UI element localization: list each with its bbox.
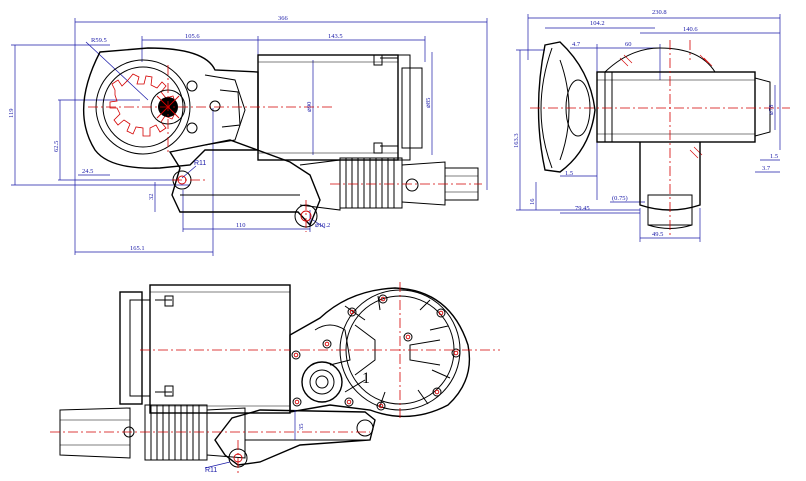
dim-1-5-left: 1.5	[565, 170, 573, 177]
note-radius-r11: R11	[194, 160, 206, 167]
part-number-label: 1	[362, 370, 370, 387]
dim-offset-v: 62.5	[53, 141, 60, 152]
dim-1-5-right: 1.5	[770, 153, 778, 160]
dim-width-a: 104.2	[590, 20, 605, 27]
dim-49-5: 49.5	[652, 231, 663, 238]
dim-length-165: 165.1	[130, 245, 145, 252]
dim-16: 16	[529, 198, 536, 205]
dim-inner-dia: ⌀90	[306, 102, 313, 112]
dim-3-7: 3.7	[762, 165, 771, 172]
dim-0-75: (0.75)	[612, 195, 628, 202]
left-view: 366 105.6 143.5 R59.5 119 ⌀85 ⌀90 62.5 2…	[8, 15, 488, 256]
dim-width-b: 140.6	[683, 26, 698, 33]
dim-dia-78: ⌀78	[768, 105, 775, 115]
dim-motor-dia: ⌀85	[425, 98, 432, 108]
dim-overall-width: 230.8	[652, 9, 667, 16]
dim-offset-small: 24.5	[82, 168, 93, 175]
dim-hole-dia: ⌀10.2	[315, 222, 330, 229]
dim-height-main: 119	[8, 108, 15, 118]
dim-length-a: 105.6	[185, 33, 200, 40]
dim-35: 35	[298, 424, 305, 431]
dim-radius-top: R59.5	[91, 37, 107, 44]
bottom-view: 1 35 R11	[50, 282, 500, 475]
dim-length-b: 143.5	[328, 33, 343, 40]
dim-height-front: 163.3	[513, 133, 520, 148]
dim-length-110: 110	[236, 222, 246, 229]
dim-79-45: 79.45	[575, 205, 590, 212]
note-radius-r11-bottom: R11	[205, 467, 217, 474]
dim-overall-length: 366	[278, 15, 289, 22]
dim-60: 60	[625, 41, 632, 48]
dim-4-7: 4.7	[572, 41, 581, 48]
right-view: 230.8 104.2 140.6 4.7 60 163.3 ⌀78 1.5 1…	[513, 9, 790, 242]
dim-height-low: 32	[148, 194, 155, 201]
